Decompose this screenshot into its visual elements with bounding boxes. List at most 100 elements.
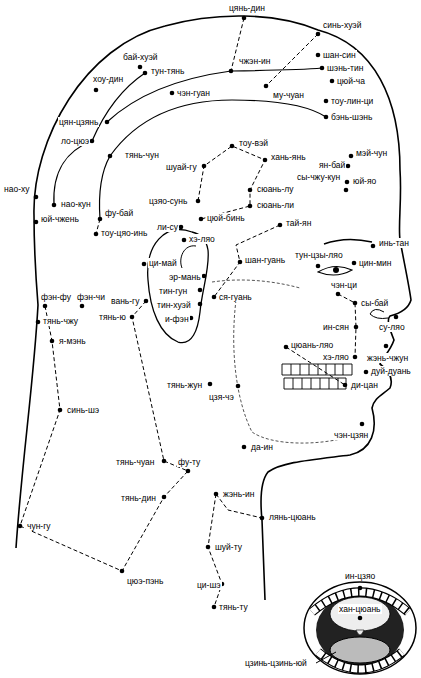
acupoint-dot: [324, 115, 329, 120]
acupoint-dot: [143, 71, 148, 76]
acupoint-dot: [358, 586, 363, 591]
point-label: шан-гуань: [244, 255, 286, 265]
zygomatic-line: [212, 280, 300, 288]
eye-outline: [318, 266, 352, 275]
acupoint-dot: [212, 605, 217, 610]
point-label: цюй-ча: [336, 76, 366, 86]
meridian-line: [110, 100, 326, 156]
eye-pupil: [333, 267, 339, 273]
point-label: тянь-жун: [166, 380, 203, 390]
point-label: тин-гун: [158, 286, 188, 296]
point-label: нао-кун: [60, 199, 92, 209]
point-label: цин-мин: [358, 258, 392, 268]
point-label: ло-цюэ: [60, 136, 90, 146]
tongue: [330, 637, 390, 663]
point-label: тянь-дин: [120, 493, 157, 503]
point-label: чэн-цзян: [333, 430, 369, 440]
meridian-line: [54, 73, 145, 205]
acupoint-dot: [130, 315, 135, 320]
point-label: тоу-вэй: [238, 138, 269, 148]
acupoint-dot: [170, 91, 175, 96]
acupoint-dot: [242, 445, 247, 450]
meridian-dashed: [20, 471, 188, 571]
acupoint-dot: [94, 232, 99, 237]
acupoint-dot: [336, 292, 341, 297]
point-label: су-ляо: [378, 322, 406, 332]
acupoint-dot: [18, 524, 23, 529]
point-label: сюань-лу: [256, 184, 295, 194]
mandible-line: [234, 300, 352, 443]
point-label: фэн-фу: [40, 292, 72, 302]
point-label: тянь-чуан: [115, 457, 155, 467]
acupoint-dot: [206, 545, 211, 550]
acupoint-dot: [186, 469, 191, 474]
point-label: лянь-цюань: [268, 512, 317, 522]
acupoint-dot: [138, 65, 143, 70]
acupoint-dot: [316, 32, 321, 37]
point-label: шан-син: [322, 50, 357, 60]
acupoint-dot: [162, 495, 167, 500]
acupoint-dot: [248, 204, 253, 209]
acupoint-dot: [105, 120, 110, 125]
point-label: тун-тянь: [150, 66, 185, 76]
acupoint-dot: [263, 158, 268, 163]
point-label: цюань-ляо: [290, 340, 334, 350]
acupoint-dot: [364, 370, 369, 375]
point-label: фу-бай: [104, 208, 134, 218]
acupoint-dot: [316, 53, 321, 58]
point-label: жэнь-чжун: [366, 353, 409, 363]
acupoint-dot: [324, 99, 329, 104]
acupoint-dot: [214, 492, 219, 497]
acupoint-dot: [80, 304, 85, 309]
point-label: жэнь-ин: [222, 489, 255, 499]
acupoint-dot: [264, 84, 269, 89]
acupoint-dot: [144, 299, 149, 304]
acupoint-dot: [353, 355, 358, 360]
palate: [330, 597, 390, 631]
acupoint-dot: [278, 223, 283, 228]
point-label: тянь-ту: [218, 602, 249, 612]
acupoint-dot: [371, 244, 376, 249]
point-label: хэ-ляо: [322, 352, 350, 362]
upper-teeth: [282, 364, 352, 375]
point-label: юй-яо: [352, 176, 377, 186]
acupoint-dot: [120, 569, 125, 574]
point-label: тун-цзы-ляо: [294, 250, 344, 260]
point-label: вань-гу: [110, 296, 140, 306]
dashed-meridians: [20, 18, 356, 607]
ear-outline: [148, 230, 209, 343]
acupoint-dot: [52, 203, 57, 208]
point-label: мэй-чун: [355, 148, 388, 158]
acupoint-dot: [196, 199, 201, 204]
acupoint-dot: [343, 383, 348, 388]
acupoint-dot: [198, 288, 203, 293]
point-label: цзинь-цзинь-юй: [244, 658, 308, 668]
point-label: хэ-ляо: [188, 234, 216, 244]
acupoint-dot: [360, 422, 365, 427]
acupoint-dot: [90, 139, 95, 144]
point-label: тянь-чжу: [42, 316, 79, 326]
acupoint-dot: [248, 188, 253, 193]
mouth-inset-lips: [304, 582, 416, 674]
point-label: и-фэн: [164, 314, 190, 324]
acupoint-dot: [394, 315, 399, 320]
acupoint-dots: [18, 16, 399, 621]
meridian-dashed: [266, 34, 318, 86]
point-label: тин-хуэй: [156, 300, 192, 310]
acupoint-dot: [349, 154, 354, 159]
point-label: тоу-цяо-инь: [100, 228, 148, 238]
acupoint-dot: [284, 345, 289, 350]
acupoint-dot: [142, 262, 147, 267]
point-label: чун-гу: [26, 521, 52, 531]
acupoint-dot: [179, 225, 184, 230]
point-label: ян-бай: [318, 160, 346, 170]
acupoint-dot: [202, 164, 207, 169]
point-label: ин-цзяо: [344, 571, 376, 581]
point-label: ли-су: [156, 222, 179, 232]
point-label: му-чуан: [272, 90, 305, 100]
acupoint-dot: [198, 302, 203, 307]
acupoint-dot: [212, 295, 217, 300]
point-label: я-мэнь: [58, 336, 87, 346]
point-label: тянь-чун: [124, 150, 160, 160]
ear-inner: [181, 246, 196, 268]
